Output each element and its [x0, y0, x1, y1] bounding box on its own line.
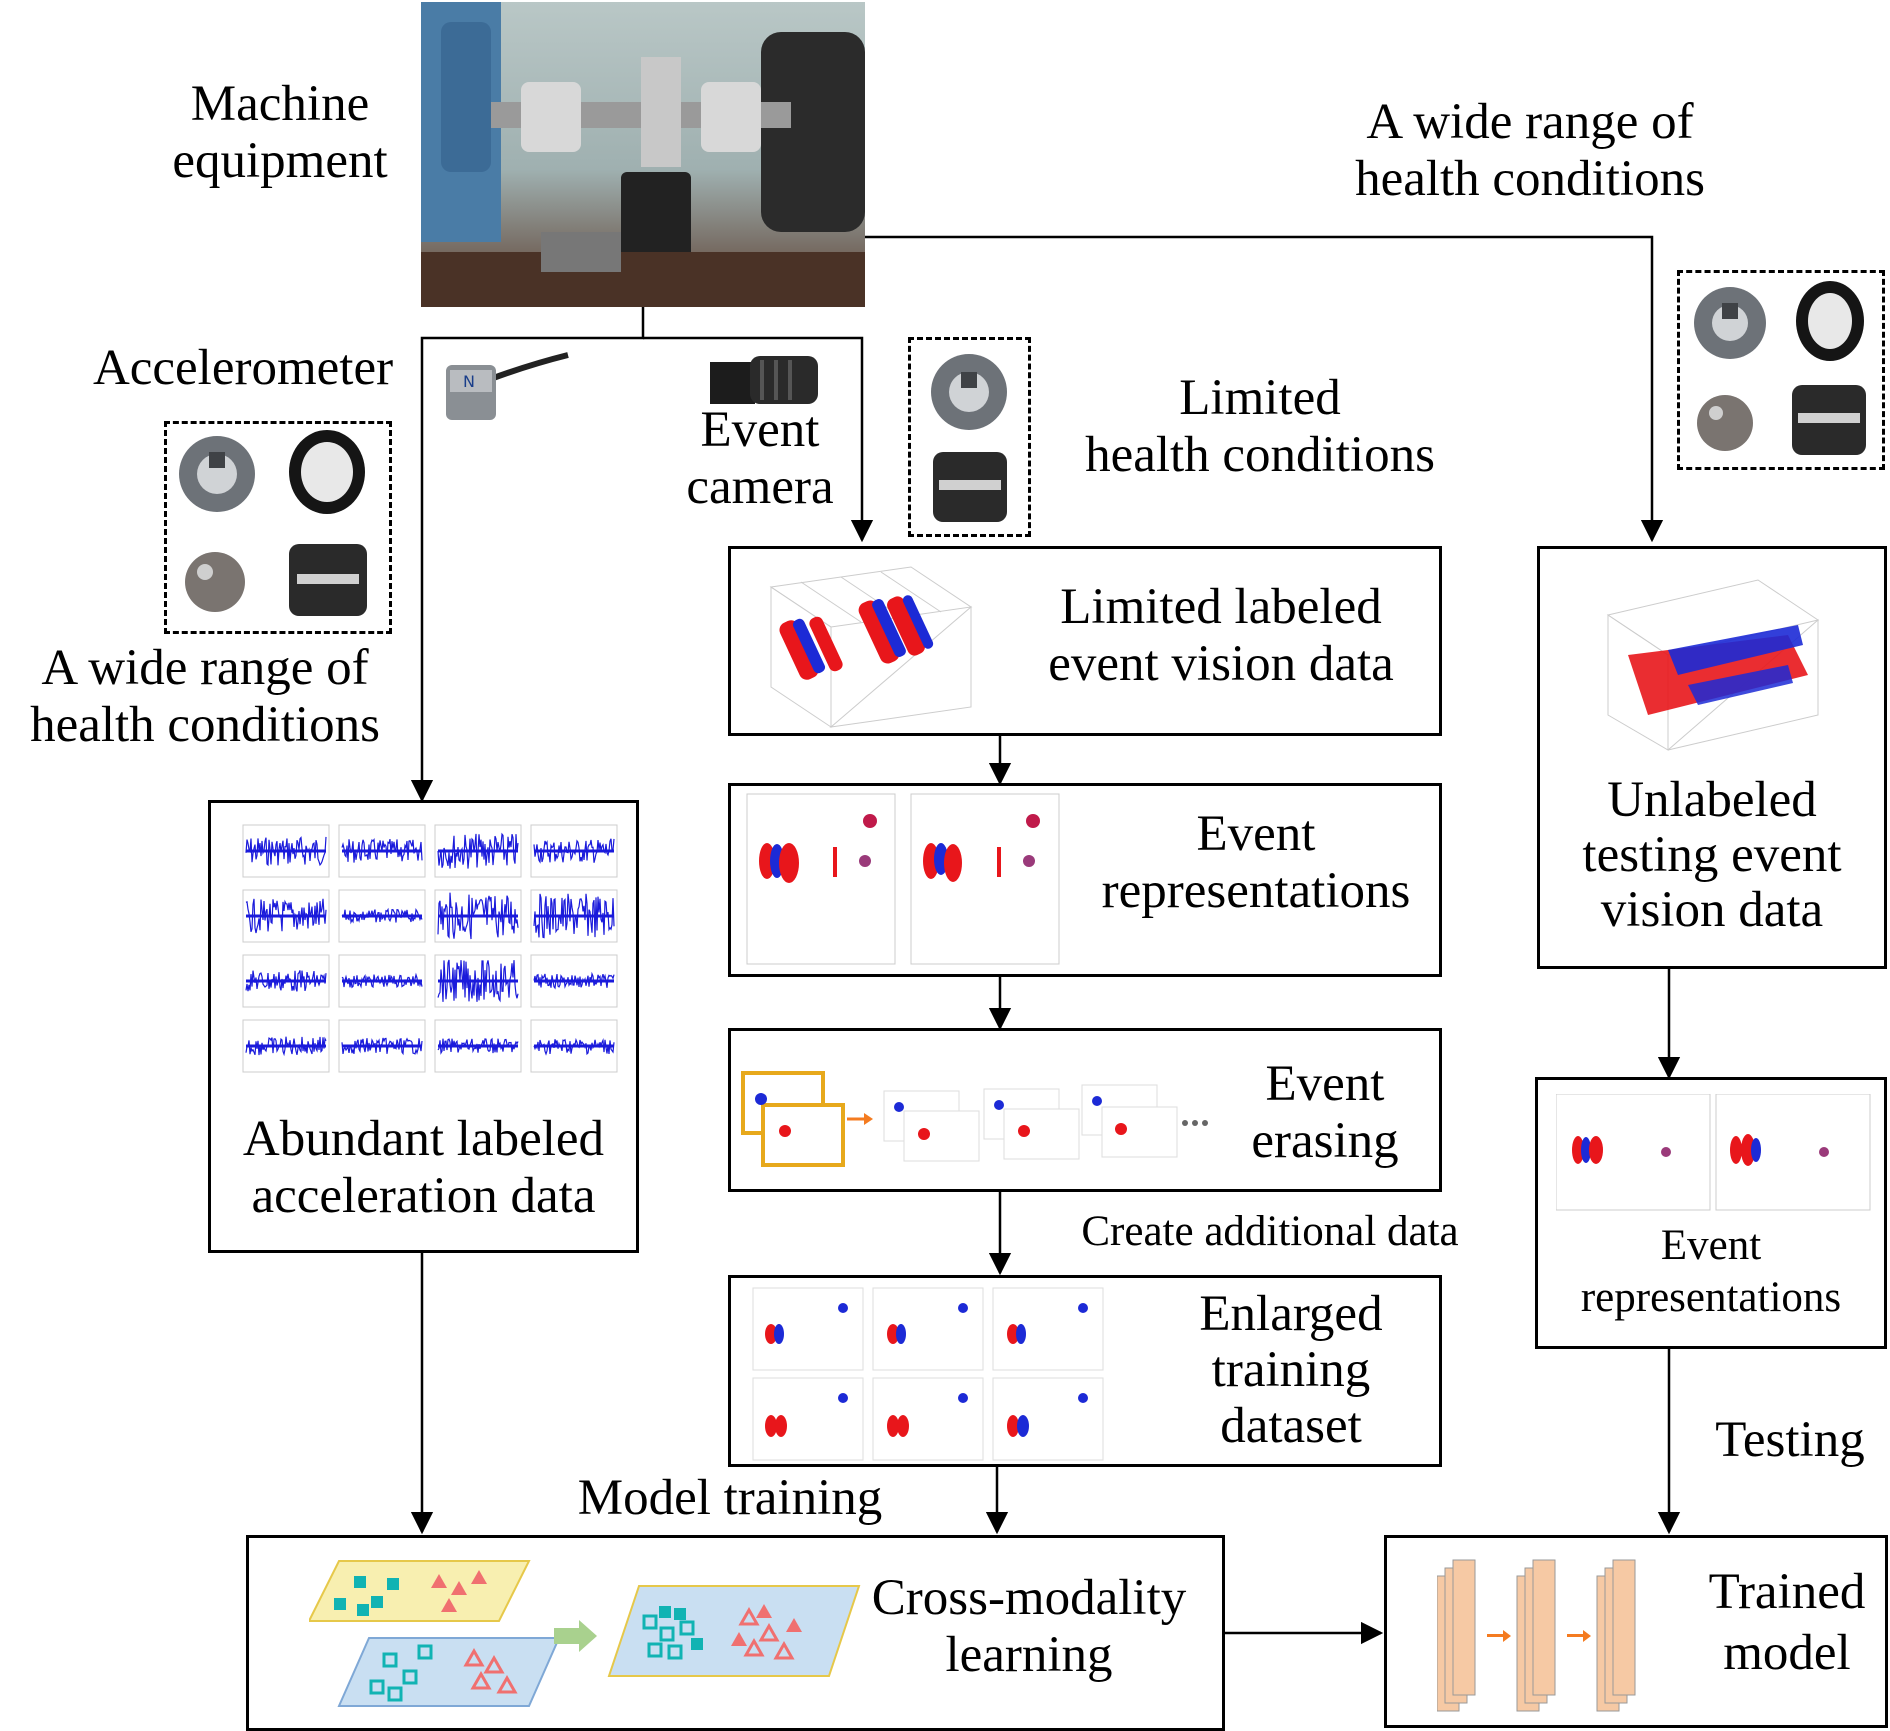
limited-labeled-box: Limited labeled event vision data [728, 546, 1442, 736]
enlarged-dataset-box: Enlarged training dataset [728, 1275, 1442, 1467]
abundant-acceleration-box: Abundant labeled acceleration data [208, 800, 639, 1253]
event-3d-plot [769, 566, 973, 728]
acceleration-signal-grid [242, 824, 618, 1073]
wide-range-left-label: A wide range of health conditions [30, 640, 380, 754]
event-representation-right-frames [1556, 1094, 1871, 1211]
unlabeled-testing-box: Unlabeled testing event vision data [1537, 546, 1887, 969]
signal-waveform [437, 892, 519, 940]
unlabeled-3d-plot [1606, 579, 1820, 751]
event-camera-icon [710, 352, 820, 410]
unlabeled-testing-label: Unlabeled testing event vision data [1582, 772, 1842, 939]
event-camera-label: Event camera [686, 402, 834, 516]
event-representations-box: Event representations [728, 783, 1442, 977]
signal-waveform [533, 893, 615, 939]
event-erasing-label: Event erasing [1251, 1056, 1399, 1170]
signal-waveform [437, 1037, 519, 1055]
enlarged-dataset-label: Enlarged training dataset [1199, 1286, 1383, 1455]
connector-machine-camera [643, 336, 874, 543]
accelerometer-icon: N [438, 345, 573, 430]
machine-photo [421, 2, 865, 307]
connector-machine-accel [410, 307, 645, 803]
event-representations-label: Event representations [1101, 806, 1411, 920]
create-data-label: Create additional data [1081, 1208, 1459, 1255]
signal-waveform [341, 972, 423, 989]
limited-health-label: Limited health conditions [1085, 370, 1435, 484]
machine-label: Machine equipment [172, 76, 388, 190]
event-erasing-box: Event erasing [728, 1028, 1442, 1192]
svg-text:N: N [463, 372, 475, 391]
signal-waveform [245, 836, 327, 867]
event-representations-right-box: Event representations [1535, 1077, 1887, 1349]
parts-box-left [164, 421, 392, 634]
model-training-label: Model training [577, 1470, 883, 1526]
limited-labeled-label: Limited labeled event vision data [1048, 579, 1394, 693]
parts-box-middle [908, 337, 1031, 537]
signal-waveform [341, 907, 423, 925]
testing-label: Testing [1715, 1412, 1865, 1468]
wide-range-top-label: A wide range of health conditions [1355, 94, 1705, 208]
signal-waveform [245, 970, 327, 992]
event-erasing-illustration [741, 1071, 1208, 1167]
event-representation-frames [746, 793, 1060, 965]
signal-waveform [245, 898, 327, 934]
connector-machine-testing [865, 235, 1664, 543]
abundant-acceleration-label: Abundant labeled acceleration data [242, 1111, 605, 1225]
signal-waveform [341, 1037, 423, 1056]
signal-waveform [437, 959, 519, 1003]
cross-modality-illustration [309, 1560, 861, 1707]
trained-model-label: Trained model [1708, 1564, 1866, 1682]
enlarged-dataset-grid [752, 1287, 1104, 1461]
bearing-part-icon [179, 430, 367, 616]
accelerometer-label: Accelerometer [92, 340, 394, 396]
event-representations-right-label: Event representations [1580, 1222, 1842, 1321]
cross-modality-box: Cross-modality learning [246, 1535, 1225, 1731]
signal-waveform [245, 1036, 327, 1057]
cross-modality-label: Cross-modality learning [871, 1570, 1187, 1684]
trained-model-box: Trained model [1384, 1535, 1888, 1728]
neural-net-layers [1437, 1559, 1636, 1712]
parts-box-right [1677, 270, 1885, 470]
